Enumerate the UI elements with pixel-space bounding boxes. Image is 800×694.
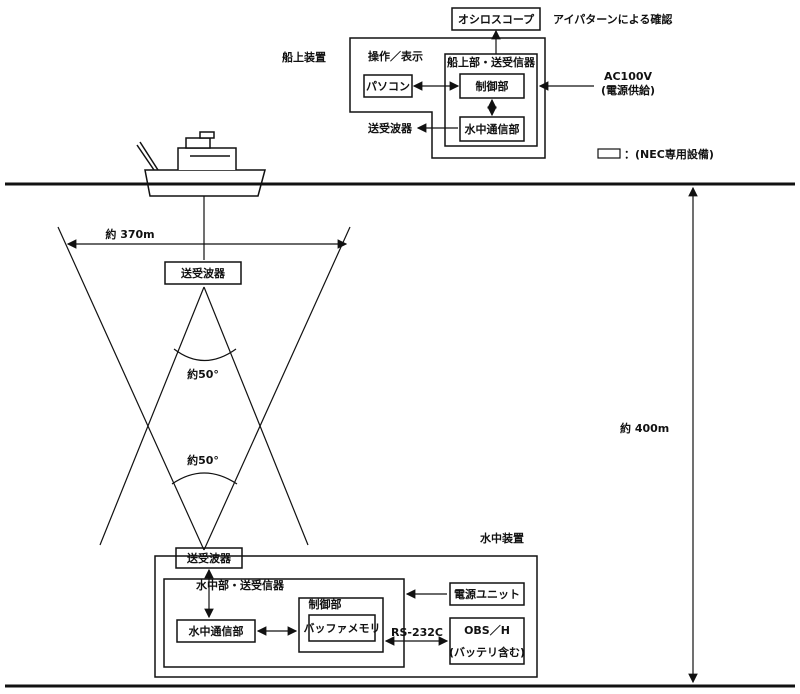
lower-angle-arc (171, 472, 238, 485)
depth-label: 約 400m (620, 421, 669, 435)
upper-angle-label: 約50° (187, 367, 219, 381)
underwater-transducer-box (175, 547, 243, 569)
shipboard-transceiver-title: 船上部・送受信器 (447, 55, 536, 69)
power-label-line2: (電源供給) (601, 83, 655, 97)
operation-display-label: 操作／表示 (368, 49, 423, 63)
obs-label: OBS／H (464, 624, 510, 637)
underwater-transceiver-title: 水中部・送受信器 (196, 578, 285, 592)
obs-box (449, 617, 525, 665)
lower-angle-label: 約50° (187, 453, 219, 467)
ship-icon (136, 131, 266, 197)
shipboard-transducer-label: 送受波器 (367, 121, 413, 135)
beam-left-line (57, 226, 205, 551)
power-unit-label: 電源ユニット (454, 587, 520, 601)
eye-pattern-note: アイパターンによる確認 (553, 12, 672, 26)
buffer-memory-box (308, 614, 376, 642)
underwater-transducer-label: 送受波器 (186, 551, 232, 565)
pc-box (363, 74, 413, 98)
power-unit-box (449, 582, 525, 606)
underwater-comm-label: 水中通信部 (189, 624, 244, 638)
legend-swatch (597, 148, 621, 159)
legend-label: ：(NEC専用設備) (624, 147, 714, 161)
pc-label: パソコン (366, 80, 410, 93)
shipboard-title: 船上装置 (282, 50, 326, 64)
battery-label: (バッテリ含む) (449, 645, 525, 659)
shipboard-control-box (459, 73, 525, 99)
underwater-title: 水中装置 (480, 531, 524, 545)
buffer-memory-label: バッファメモリ (304, 622, 381, 635)
rs232c-label: RS-232C (391, 626, 443, 639)
underwater-transceiver-box (163, 578, 405, 668)
beam-up-left-line (99, 286, 205, 546)
power-label-line1: AC100V (604, 70, 653, 83)
oscilloscope-label: オシロスコープ (458, 12, 535, 26)
width-label: 約 370m (105, 227, 154, 241)
underwater-control-label: 制御部 (309, 597, 342, 611)
shipboard-control-label: 制御部 (476, 79, 509, 93)
underwater-control-box (298, 597, 384, 653)
beam-up-right-line (203, 286, 309, 546)
upper-angle-arc (173, 348, 237, 361)
upper-transducer-label: 送受波器 (180, 266, 226, 280)
shipboard-comm-label: 水中通信部 (465, 122, 520, 136)
nec-equipment-outline (349, 37, 546, 159)
underwater-comm-box (176, 619, 256, 643)
upper-transducer-box (164, 261, 242, 285)
shipboard-transceiver-box (444, 53, 538, 147)
underwater-outer-box (154, 555, 538, 678)
beam-right-line (203, 226, 351, 551)
shipboard-comm-box (459, 116, 525, 142)
